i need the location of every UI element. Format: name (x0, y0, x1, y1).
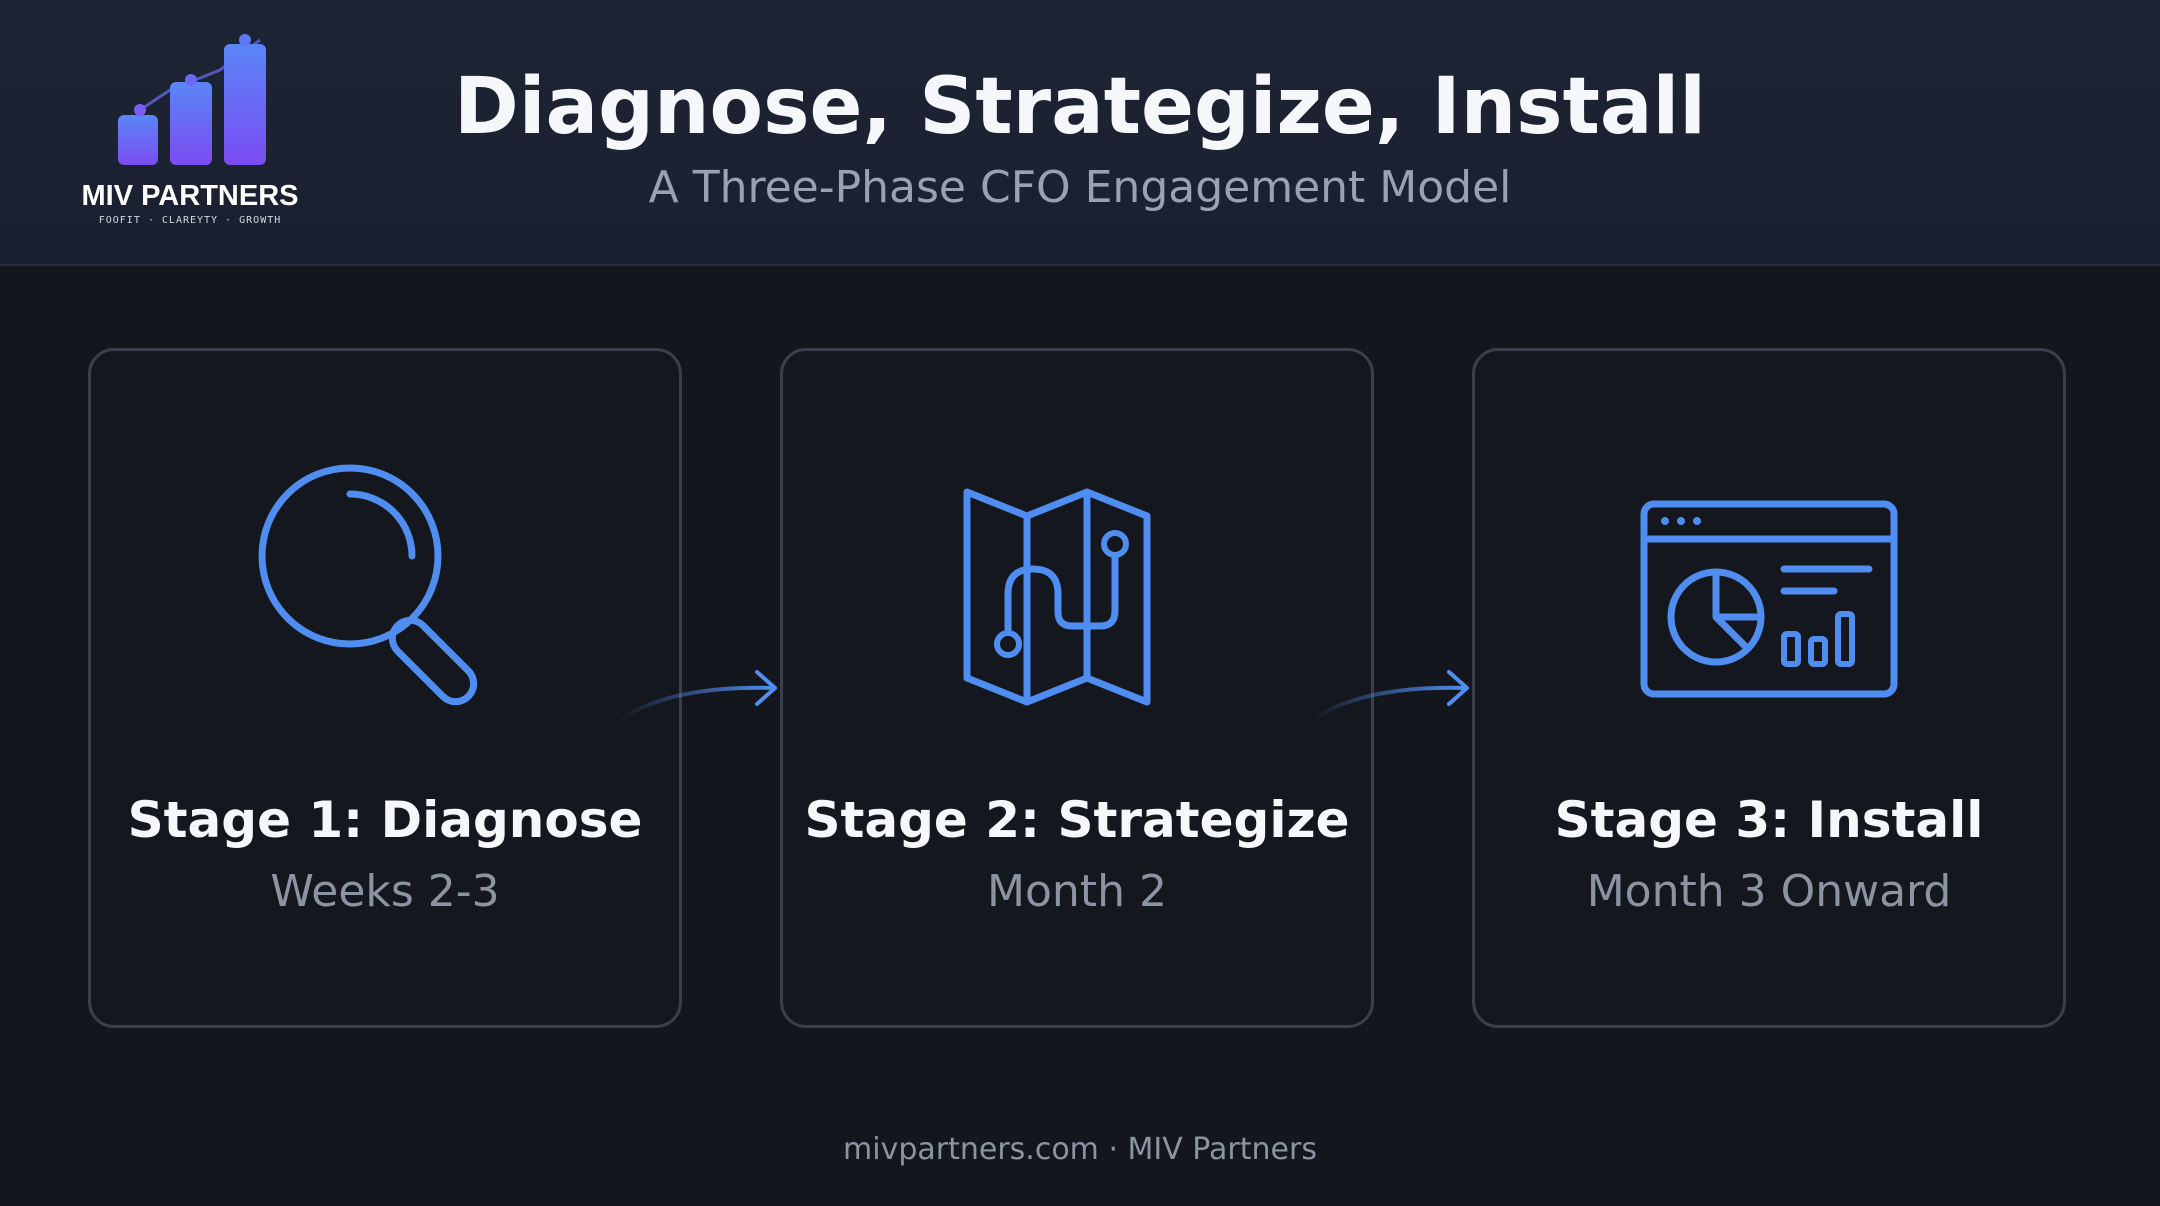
stage-title: Stage 2: Strategize (804, 791, 1350, 849)
bar-chart-growth-logo-icon (118, 34, 266, 165)
footer-credit: mivpartners.com · MIV Partners (843, 1132, 1317, 1167)
page-title: Diagnose, Strategize, Install (454, 62, 1706, 152)
flow-arrow-icon (618, 670, 777, 722)
map-route-icon (963, 488, 1151, 706)
brand-logo: MIV PARTNERS FOOFIT · CLAREYTY · GROWTH (80, 30, 300, 230)
brand-tagline: FOOFIT · CLAREYTY · GROWTH (98, 215, 282, 226)
stage-timeline: Month 2 (987, 866, 1167, 917)
stage-card-install: Stage 3: Install Month 3 Onward (1472, 348, 2066, 1028)
stage-timeline: Month 3 Onward (1586, 866, 1952, 917)
header-banner: MIV PARTNERS FOOFIT · CLAREYTY · GROWTH … (0, 0, 2160, 266)
magnifying-glass-icon (258, 464, 478, 706)
stage-card-strategize: Stage 2: Strategize Month 2 (780, 348, 1374, 1028)
page-subtitle: A Three-Phase CFO Engagement Model (648, 162, 1512, 213)
dashboard-chart-icon (1640, 500, 1898, 698)
stage-card-diagnose: Stage 1: Diagnose Weeks 2-3 (88, 348, 682, 1028)
stage-title: Stage 1: Diagnose (127, 791, 643, 849)
brand-name: MIV PARTNERS (81, 180, 299, 212)
flow-arrow-icon (1310, 670, 1469, 722)
stage-timeline: Weeks 2-3 (270, 866, 500, 917)
stage-title: Stage 3: Install (1554, 791, 1984, 849)
